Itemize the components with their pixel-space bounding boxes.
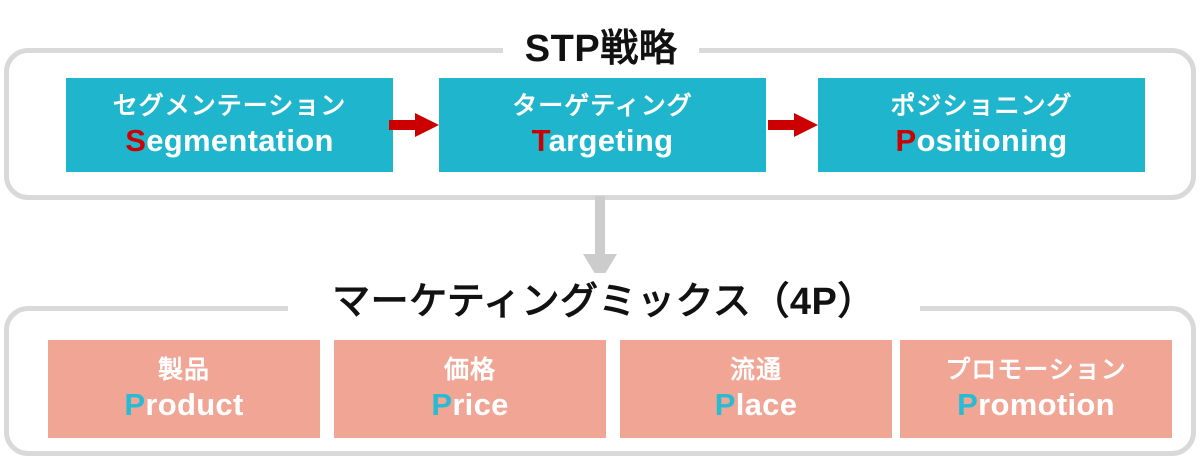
mix-box-label-jp: 価格 — [443, 355, 496, 384]
mix-box-label-en: Price — [431, 386, 509, 423]
mix-box-label-jp: 流通 — [729, 355, 782, 384]
stp-box-rest: argeting — [548, 122, 674, 158]
stp-group-title: STP戦略 — [503, 20, 699, 78]
stp-box-label-en: Segmentation — [125, 122, 334, 159]
stp-box-label-en: Targeting — [531, 122, 674, 159]
mix-box-rest: roduct — [145, 386, 244, 422]
stp-box-label-en: Positioning — [895, 122, 1068, 159]
mix-box-initial: P — [714, 386, 736, 422]
mix-box-initial: P — [431, 386, 453, 422]
stp-box-rest: egmentation — [146, 122, 334, 158]
stp-box-label-jp: ターゲティング — [512, 91, 693, 120]
mix-group-title: マーケティングミックス（4P） — [288, 273, 920, 331]
mix-box-promotion[interactable]: プロモーション Promotion — [900, 340, 1172, 438]
mix-box-rest: romotion — [978, 386, 1115, 422]
stp-box-label-jp: セグメンテーション — [112, 91, 347, 120]
mix-box-price[interactable]: 価格 Price — [334, 340, 606, 438]
mix-box-initial: P — [957, 386, 979, 422]
mix-box-rest: rice — [452, 386, 509, 422]
mix-box-label-jp: 製品 — [157, 355, 210, 384]
stp-box-initial: S — [125, 122, 147, 158]
stp-box-initial: P — [895, 122, 917, 158]
arrow-down-icon — [583, 196, 617, 282]
mix-box-label-en: Promotion — [957, 386, 1115, 423]
arrow-right-icon — [768, 113, 818, 137]
stp-box-initial: T — [531, 122, 549, 158]
mix-box-product[interactable]: 製品 Product — [48, 340, 320, 438]
mix-box-rest: lace — [735, 386, 798, 422]
mix-box-label-en: Product — [124, 386, 244, 423]
mix-box-label-jp: プロモーション — [945, 355, 1127, 384]
arrow-right-icon — [389, 113, 439, 137]
stp-box-label-jp: ポジショニング — [890, 91, 1073, 120]
stp-box-segmentation[interactable]: セグメンテーション Segmentation — [66, 78, 393, 172]
stp-box-positioning[interactable]: ポジショニング Positioning — [818, 78, 1145, 172]
mix-box-place[interactable]: 流通 Place — [620, 340, 892, 438]
mix-box-label-en: Place — [714, 386, 798, 423]
stp-box-targeting[interactable]: ターゲティング Targeting — [439, 78, 766, 172]
stp-box-rest: ositioning — [916, 122, 1068, 158]
mix-box-initial: P — [124, 386, 146, 422]
